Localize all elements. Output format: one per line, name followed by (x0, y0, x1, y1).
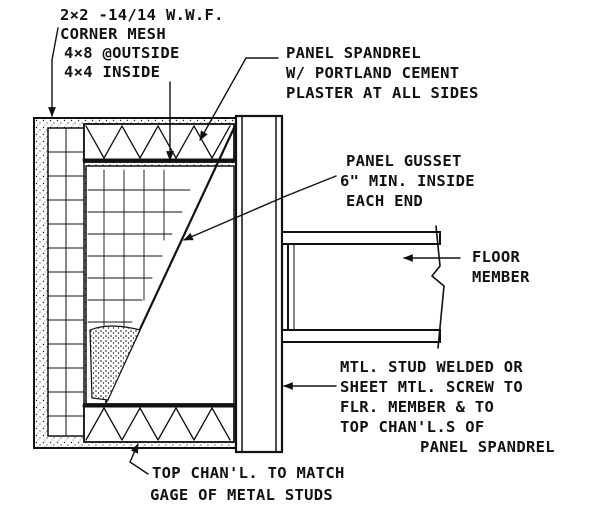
note-spandrel-line3: PLASTER AT ALL SIDES (286, 84, 479, 102)
note-mesh: 2×2 -14/14 W.W.F. CORNER MESH 4×8 @OUTSI… (60, 6, 224, 81)
note-gusset-line2: 6" MIN. INSIDE (340, 172, 475, 190)
mesh-leader (48, 27, 59, 117)
note-spandrel: PANEL SPANDREL W/ PORTLAND CEMENT PLASTE… (286, 44, 479, 102)
note-spandrel-line2: W/ PORTLAND CEMENT (286, 64, 459, 82)
note-stud-line1: MTL. STUD WELDED OR (340, 358, 523, 376)
note-floor-member: FLOOR MEMBER (472, 248, 530, 286)
panel-spandrel (33, 117, 241, 449)
note-gusset-line1: PANEL GUSSET (346, 152, 462, 170)
note-stud-line3: FLR. MEMBER & TO (340, 398, 494, 416)
break-line (431, 225, 445, 349)
left-stud-mesh (47, 127, 85, 437)
plaster-fill-pocket (89, 325, 141, 401)
metal-stud-column (234, 114, 284, 454)
top-channel-truss (82, 123, 236, 163)
note-mesh-line3: 4×8 @OUTSIDE (64, 44, 180, 62)
bottom-channel-truss (82, 403, 236, 443)
note-stud-line4: TOP CHAN'L.S OF (340, 418, 484, 436)
note-top-channel: TOP CHAN'L. TO MATCH GAGE OF METAL STUDS (150, 464, 345, 504)
interior-mesh-grid (87, 169, 191, 341)
note-gusset-line3: EACH END (346, 192, 423, 210)
note-floor-line2: MEMBER (472, 268, 530, 286)
note-spandrel-line1: PANEL SPANDREL (286, 44, 421, 62)
note-gusset: PANEL GUSSET 6" MIN. INSIDE EACH END (340, 152, 475, 210)
note-mesh-line1: 2×2 -14/14 W.W.F. (60, 6, 224, 24)
gusset-leader (183, 175, 337, 241)
note-topchan-line2: GAGE OF METAL STUDS (150, 486, 333, 504)
note-stud-line5: PANEL SPANDREL (420, 438, 555, 456)
note-stud: MTL. STUD WELDED OR SHEET MTL. SCREW TO … (340, 358, 555, 456)
note-floor-line1: FLOOR (472, 248, 521, 266)
top-chan-leader (129, 443, 149, 475)
note-stud-line2: SHEET MTL. SCREW TO (340, 378, 523, 396)
floor-member-beam (281, 225, 445, 349)
note-topchan-line1: TOP CHAN'L. TO MATCH (152, 464, 345, 482)
note-mesh-line2: CORNER MESH (60, 25, 166, 43)
note-mesh-line4: 4×4 INSIDE (64, 63, 160, 81)
leader-lines (48, 27, 461, 475)
spandrel-leader (199, 57, 279, 141)
